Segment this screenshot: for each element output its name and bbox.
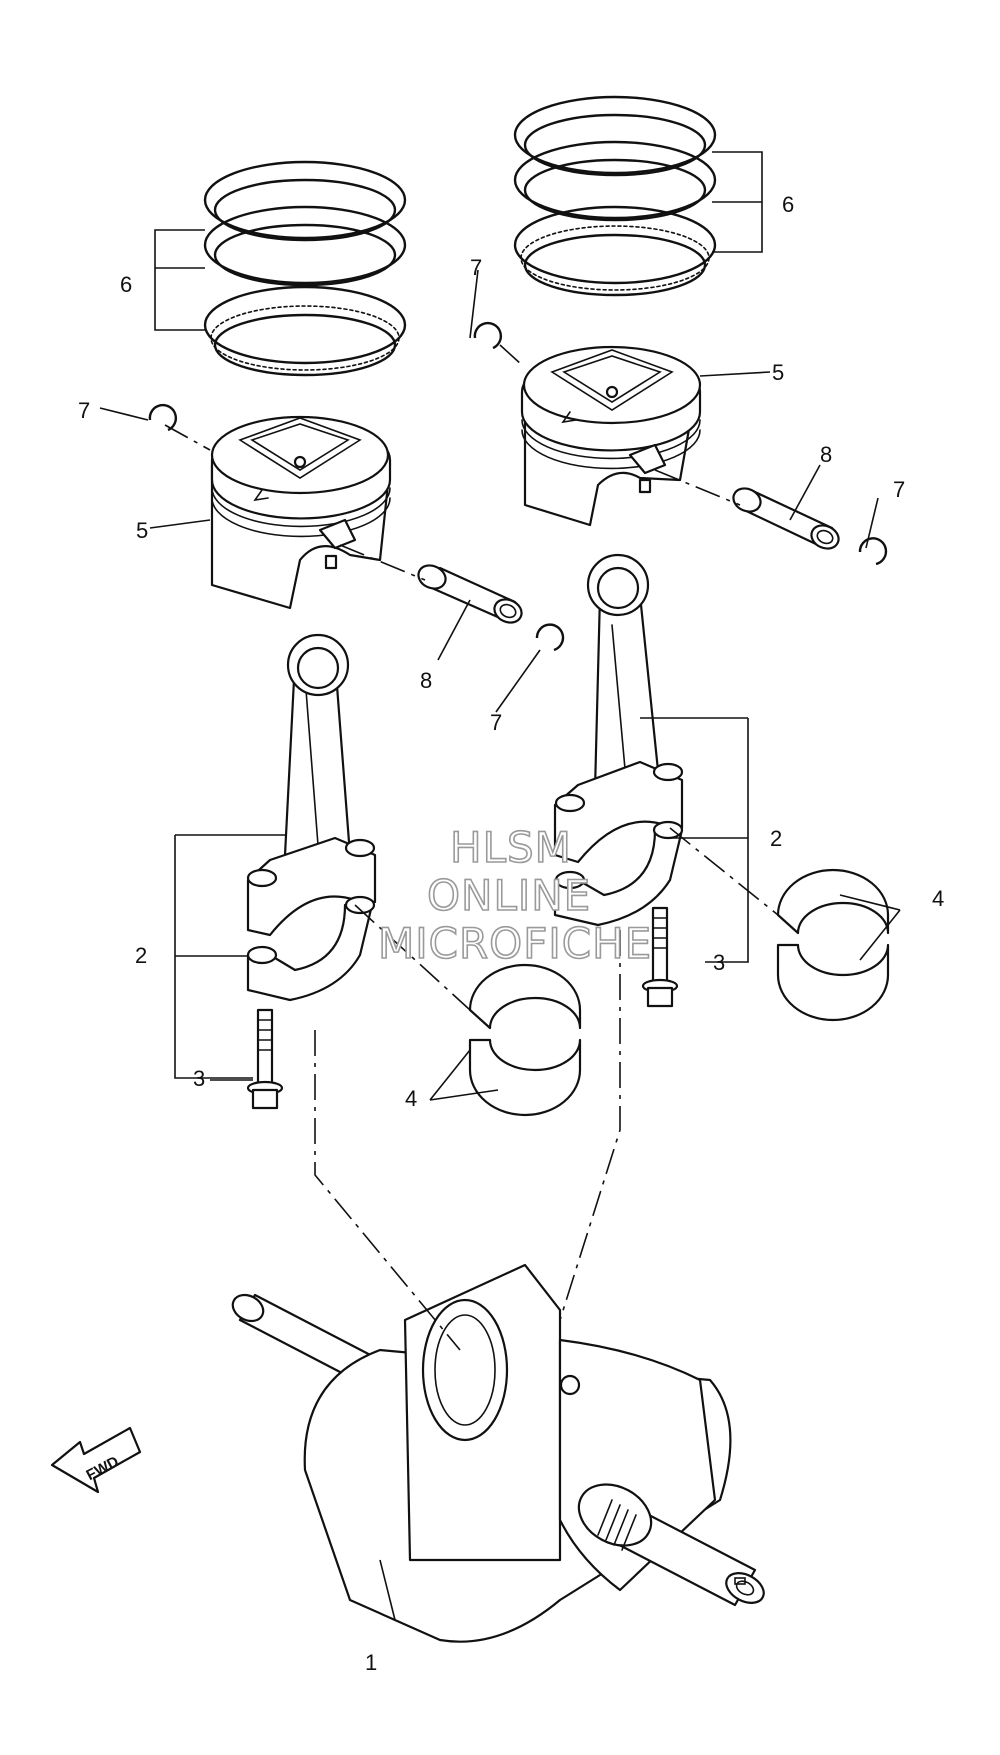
leader-lines (99, 151, 901, 1621)
callout-left-bearing: 4 (405, 1086, 417, 1111)
left-piston[interactable] (210, 415, 392, 610)
right-connecting-rod[interactable] (553, 553, 684, 927)
left-inner-circlip[interactable] (535, 623, 565, 652)
left-piston-ring-set[interactable] (203, 160, 407, 377)
right-piston[interactable] (520, 345, 702, 527)
watermark-line2: ONLINE (427, 871, 591, 920)
callout-right-rod-bolt: 3 (713, 950, 725, 975)
callout-left-connecting-rod: 2 (135, 943, 147, 968)
right-piston-ring-set[interactable] (513, 95, 717, 297)
left-bearing-shells[interactable] (468, 963, 582, 1117)
watermark-line3: MICROFICHE (378, 919, 652, 968)
right-outer-circlip[interactable] (473, 321, 503, 350)
callout-left-outer-clip: 7 (78, 398, 90, 423)
right-bearing-shells[interactable] (776, 868, 890, 1022)
left-connecting-rod[interactable] (246, 633, 377, 1002)
left-outer-circlip[interactable] (148, 403, 178, 432)
callout-right-bearing: 4 (932, 886, 944, 911)
watermark-line1: HLSM (450, 823, 572, 872)
right-rod-bolt[interactable] (641, 906, 679, 1008)
watermark: HLSM ONLINE MICROFICHE (377, 822, 652, 969)
left-piston-pin[interactable] (415, 561, 526, 626)
right-piston-pin[interactable] (730, 484, 843, 552)
right-inner-circlip[interactable] (858, 537, 888, 566)
callout-right-outer-clip: 7 (470, 255, 482, 280)
callout-right-connecting-rod: 2 (770, 826, 782, 851)
forward-direction-arrow: FWD (50, 1426, 142, 1494)
callout-left-rod-bolt: 3 (193, 1066, 205, 1091)
callout-left-inner-clip: 7 (490, 710, 502, 735)
callout-right-inner-clip: 7 (893, 477, 905, 502)
callout-right-pin: 8 (820, 442, 832, 467)
assembly-center-lines (164, 344, 779, 1351)
callout-left-ring-set: 6 (120, 272, 132, 297)
callout-left-pin: 8 (420, 668, 432, 693)
callout-crankshaft: 1 (365, 1650, 377, 1675)
callout-right-piston: 5 (772, 360, 784, 385)
callout-right-ring-set: 6 (782, 192, 794, 217)
callout-left-piston: 5 (136, 518, 148, 543)
left-rod-bolt[interactable] (246, 1008, 284, 1110)
crankshaft[interactable] (228, 1263, 769, 1643)
